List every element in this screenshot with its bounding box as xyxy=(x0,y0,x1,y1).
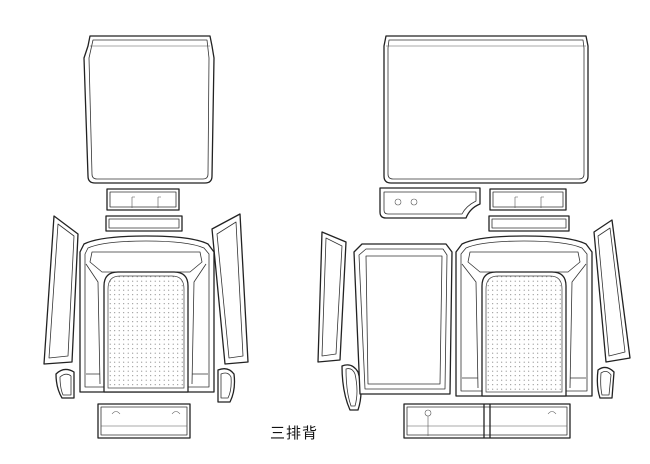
left-pattern-set xyxy=(43,35,249,439)
right-curved-end-right xyxy=(596,366,615,399)
right-pattern-set xyxy=(317,35,631,439)
right-holed-piece xyxy=(379,187,481,219)
left-side-wing-right xyxy=(211,213,249,365)
left-side-wing-left xyxy=(43,215,79,365)
left-narrow-strip xyxy=(105,215,183,232)
right-curved-end-left xyxy=(341,364,362,411)
left-bottom-strip xyxy=(97,403,191,439)
right-middle-panel xyxy=(353,243,453,395)
diagram-caption: 三排背 xyxy=(270,424,319,442)
right-bottom-strip xyxy=(403,403,571,439)
left-curved-end-left xyxy=(55,368,75,399)
left-perforated-insert xyxy=(103,271,189,393)
right-backrest-panel xyxy=(383,35,589,184)
right-side-wing-left xyxy=(317,231,347,363)
left-curved-end-right xyxy=(217,368,236,403)
left-backrest-panel xyxy=(83,35,215,184)
left-hook-strip xyxy=(106,188,180,211)
right-perforated-insert xyxy=(481,271,567,397)
right-narrow-strip xyxy=(488,215,570,232)
right-side-wing-right xyxy=(593,219,631,363)
right-hook-strip xyxy=(489,188,567,211)
